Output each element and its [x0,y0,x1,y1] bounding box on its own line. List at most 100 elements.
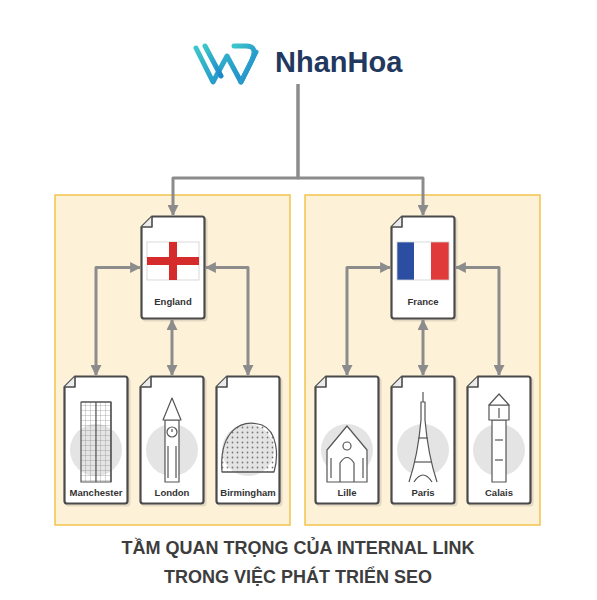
document-label: Lille [314,487,380,498]
tower-body [165,420,179,482]
landmark-circle [70,424,122,476]
tower-line [167,446,168,478]
church-line [362,458,363,478]
document-outline [314,375,380,505]
caption-text: TẦM QUAN TRỌNG CỦA INTERNAL LINK TRONG V… [108,534,488,592]
link-connector [422,320,425,375]
landmark-backdrops [70,424,525,476]
tower-line [495,439,503,440]
page-document: Manchester [63,375,129,505]
document-shape [65,377,128,504]
flag-stripe [414,242,432,280]
tower-window [498,408,499,418]
building-edge [81,402,111,482]
flag-cross [147,257,199,265]
tower-deck [414,461,432,462]
england-flag [147,242,199,280]
bullring-icon [222,423,277,472]
document-label: England [140,296,206,307]
building-body [81,402,111,482]
tower-line [175,446,176,478]
document-label: Birmingham [215,487,281,498]
page-document: Paris [390,375,456,505]
church-door [340,458,354,483]
landmark-circle [321,424,373,476]
clock-hand [171,429,172,432]
document-outline [390,375,456,505]
document-fold [468,377,479,388]
skyscraper-icon [81,402,111,482]
page-document: Lille [314,375,380,505]
landmark-circle [473,424,525,476]
tower-body [492,420,506,482]
tower-top [489,405,509,420]
link-connector [96,268,140,376]
flag-cross [169,242,177,280]
tower-body [409,402,437,482]
tower-clock [167,427,177,437]
group-panel [55,195,290,525]
document-label: France [390,296,456,307]
document-shape [316,377,379,504]
church-rose [343,442,351,450]
eiffel-icon [409,392,437,482]
logo-icon [196,46,256,82]
building-base [222,471,274,472]
landmark-circle [146,424,198,476]
tower-arch [414,475,432,482]
page-document: London [139,375,205,505]
big-ben-icon [163,398,181,482]
link-connector [173,84,298,215]
brand-logo: NhanHoa [190,40,406,84]
page-document: Calais [466,375,532,505]
document-shape [217,377,280,504]
document-outline [466,375,532,505]
landmark-circle [397,424,449,476]
document-fold [392,217,403,228]
tower-deck [418,437,428,438]
document-label: London [139,487,205,498]
tower-spire [422,392,423,402]
logo-stroke [196,48,256,82]
document-shape [392,377,455,504]
link-connector [456,268,499,376]
link-connector [206,268,248,376]
document-label: Calais [466,487,532,498]
link-connector [298,84,423,215]
document-shape [141,377,204,504]
flag-stripe [397,242,415,280]
flag-stripe [431,242,449,280]
link-connector [171,320,174,375]
document-fold [316,377,327,388]
page-document: England [140,215,206,320]
page-document: Birmingham [215,375,281,505]
group-panel [305,195,540,525]
flag-field [147,242,199,280]
tower-cap [489,394,509,405]
document-outline [139,375,205,505]
flag-border [397,242,449,280]
tower-line [495,459,503,460]
church-body [327,426,367,482]
page-document: France [390,215,456,320]
document-fold [65,377,76,388]
document-fold [217,377,228,388]
document-shape [468,377,531,504]
building-line [95,402,96,482]
church-line [330,458,331,478]
document-outline [215,375,281,505]
landmark-circle [222,424,274,476]
tower-spire [163,398,181,420]
logo-stroke [205,46,221,76]
france-flag [397,242,449,280]
document-label: Manchester [63,487,129,498]
document-fold [141,377,152,388]
logo-stroke [234,46,254,82]
document-fold [142,217,153,228]
link-connector [347,268,390,376]
building-body [222,423,277,472]
document-fold [392,377,403,388]
